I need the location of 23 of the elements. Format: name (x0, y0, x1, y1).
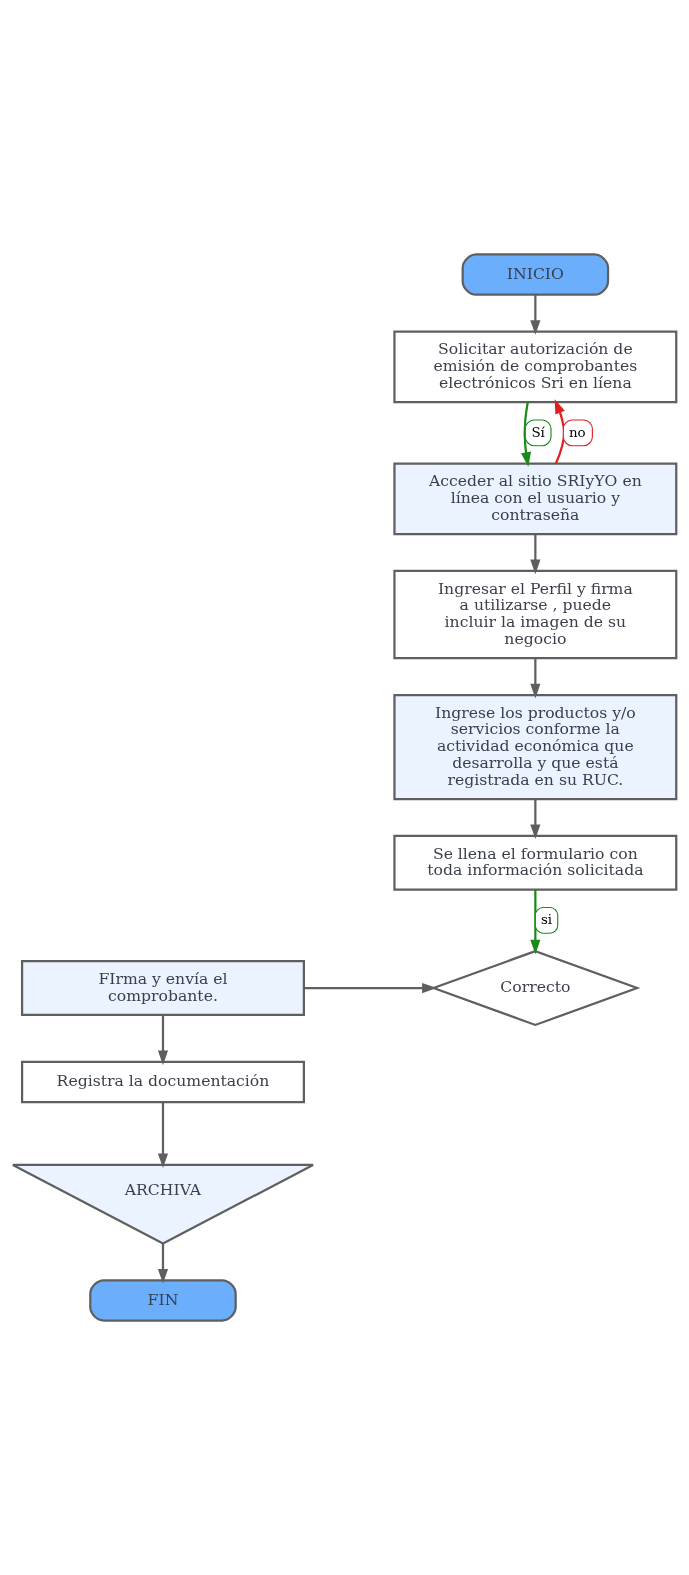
arrow (304, 982, 437, 994)
arrow (530, 658, 541, 699)
node-box: Se llena el formulario con toda información solicitada (393, 834, 678, 891)
edge-label: si (540, 912, 553, 928)
edge-label: no (568, 424, 586, 440)
node-box: Ingrese los productos y/o servicios conforme la actividad económica que desarrolla y que está registrada en su RUC. (393, 693, 678, 801)
arrow (530, 889, 541, 955)
arrow (530, 534, 541, 575)
node-box: INICIO (461, 253, 610, 296)
node-box: Registra la documentación (20, 1060, 305, 1104)
node-box: Solicitar autorización de emisión de comprobantes electrónicos Sri en líena (393, 330, 678, 404)
arrow (157, 1102, 169, 1169)
arrow (554, 399, 566, 464)
edge-label: Sí (531, 424, 545, 440)
arrow (157, 1015, 169, 1066)
node-box: Ingresar el Perfil y firma a utilizarse , puede incluir la imagen de su negocio (393, 569, 678, 660)
node-box: Acceder al sitio SRIyYO en línea con el usuario y contraseña (393, 462, 678, 536)
arrow (530, 294, 541, 335)
arrow (521, 402, 532, 467)
node-box: FIrma y envía el comprobante. (20, 960, 305, 1016)
node-box: FIN (89, 1279, 237, 1322)
arrow (157, 1243, 169, 1284)
arrow (530, 799, 541, 840)
